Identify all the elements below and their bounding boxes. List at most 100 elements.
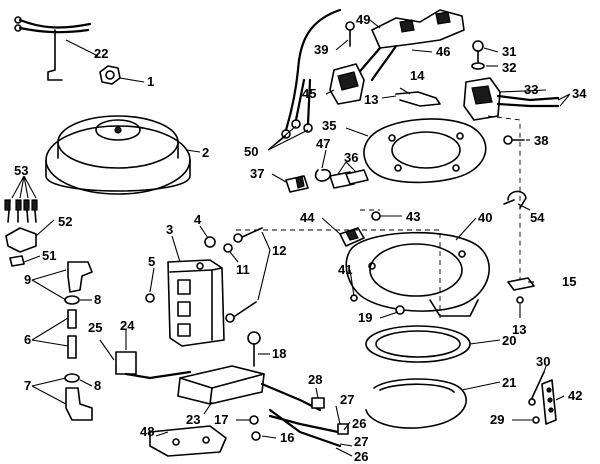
part-33-charge-coil [463, 77, 560, 121]
callout-24: 24 [120, 318, 135, 333]
callout-50: 50 [244, 144, 258, 159]
part-32-washer [471, 62, 485, 70]
part-52-plug-boot [5, 227, 37, 253]
callout-32: 32 [502, 60, 516, 75]
part-16-washer [251, 431, 261, 441]
part-3-power-pack [167, 259, 225, 347]
callout-21: 21 [502, 375, 516, 390]
part-49-sensor-assembly [371, 9, 465, 49]
part-26-27-leads [268, 408, 349, 448]
callout-1: 1 [147, 74, 154, 89]
part-9-elbow [67, 261, 93, 293]
callout-7: 7 [24, 378, 31, 393]
part-43-screw [371, 211, 381, 221]
part-38-screw [503, 135, 525, 145]
part-45-coil [329, 63, 365, 105]
callout-4: 4 [194, 212, 202, 227]
callout-8-upper: 8 [94, 292, 101, 307]
part-5-screw [145, 293, 155, 303]
callout-16: 16 [280, 430, 294, 445]
part-4-washer [204, 236, 216, 248]
callout-5: 5 [148, 254, 155, 269]
callout-48: 48 [140, 424, 154, 439]
part-54-clamp [503, 190, 527, 209]
callout-2: 2 [202, 145, 209, 160]
part-44-cam [339, 227, 365, 247]
part-18-bolt [247, 331, 261, 367]
part-11-washer [223, 243, 233, 253]
part-48-bracket [149, 425, 227, 457]
callout-53: 53 [14, 163, 28, 178]
callout-17: 17 [214, 412, 228, 427]
part-15-lever [507, 277, 535, 304]
assembly-lines [236, 115, 521, 318]
callout-26-lower: 26 [354, 449, 368, 464]
leader-lines [11, 19, 571, 457]
part-20-retainer-ring [365, 325, 471, 363]
callout-40: 40 [478, 210, 492, 225]
part-17-screw [249, 415, 259, 425]
part-40-armature-plate [345, 231, 490, 317]
part-36-link [329, 169, 369, 189]
callout-35: 35 [322, 118, 336, 133]
part-8-clamp-lower [64, 373, 80, 383]
callout-13-upper: 13 [364, 92, 378, 107]
callout-52: 52 [58, 214, 72, 229]
part-51-clip [9, 255, 25, 267]
part-42-terminal-block [541, 379, 557, 425]
callout-22: 22 [94, 46, 108, 61]
part-7-elbow [65, 387, 93, 421]
callout-12: 12 [272, 243, 286, 258]
part-35-stator-plate [363, 118, 487, 184]
callout-43: 43 [406, 209, 420, 224]
callout-labels: 22 1 2 53 52 51 9 8 6 7 8 3 4 5 11 12 18… [14, 12, 587, 464]
part-53-plug-leads [4, 199, 38, 223]
callout-45: 45 [302, 86, 316, 101]
callout-3: 3 [166, 222, 173, 237]
callout-49: 49 [356, 12, 370, 27]
callout-8-lower: 8 [94, 378, 101, 393]
part-21-support-ring [365, 378, 467, 429]
part-23-ignition-module [177, 365, 322, 412]
part-28-terminal [311, 397, 325, 409]
callout-25: 25 [88, 320, 102, 335]
callout-27-lower: 27 [354, 434, 368, 449]
callout-18: 18 [272, 346, 286, 361]
part-14-clip [395, 91, 441, 107]
callout-6: 6 [24, 332, 31, 347]
part-47-spring [314, 168, 332, 182]
part-50-harness [281, 8, 342, 139]
callout-31: 31 [502, 44, 516, 59]
callout-51: 51 [42, 248, 56, 263]
callout-39: 39 [314, 42, 328, 57]
callout-33: 33 [524, 82, 538, 97]
callout-11: 11 [236, 262, 250, 277]
callout-27-upper: 27 [340, 392, 354, 407]
callout-34: 34 [572, 86, 587, 101]
part-37-retainer [285, 175, 309, 193]
callout-30: 30 [536, 354, 550, 369]
callout-23: 23 [186, 412, 200, 427]
part-8-clamp-upper [64, 295, 80, 305]
part-29-screw [532, 416, 540, 424]
callout-19: 19 [358, 310, 372, 325]
callout-14: 14 [410, 68, 425, 83]
callout-20: 20 [502, 333, 516, 348]
callout-9: 9 [24, 272, 31, 287]
part-24-connector [115, 351, 137, 375]
part-2-flywheel [45, 115, 191, 195]
callout-28: 28 [308, 372, 322, 387]
part-6-hose [67, 309, 77, 359]
callout-37: 37 [250, 166, 264, 181]
part-22-ground-lead [14, 16, 92, 81]
callout-54: 54 [530, 210, 545, 225]
part-25-lead [124, 370, 192, 380]
callout-47: 47 [316, 136, 330, 151]
callout-46: 46 [436, 44, 450, 59]
part-30-lead [528, 371, 545, 406]
part-1-nut [99, 65, 121, 85]
part-31-screw [472, 40, 484, 63]
callout-42: 42 [568, 388, 582, 403]
callout-36: 36 [344, 150, 358, 165]
